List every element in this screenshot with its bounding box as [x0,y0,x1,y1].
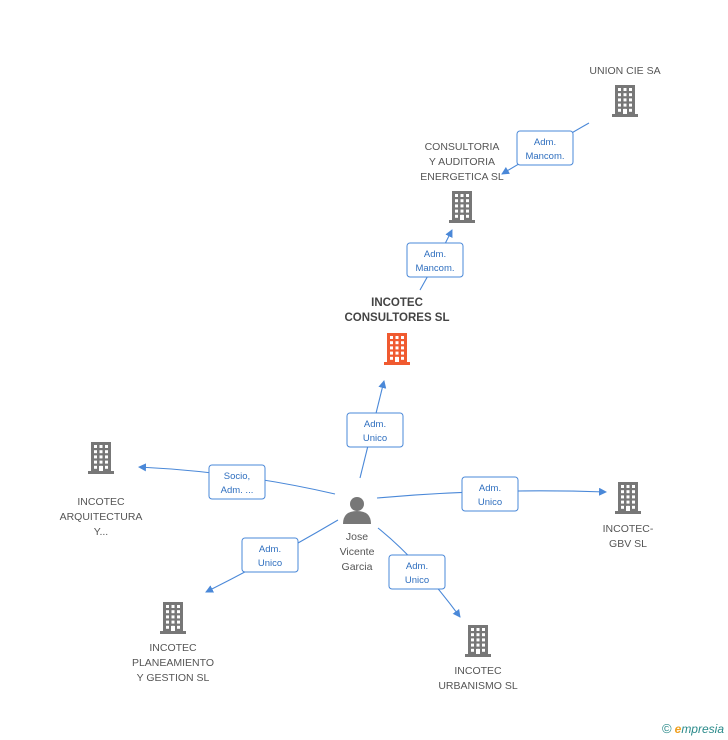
building-icon [612,85,638,117]
node-label-line: INCOTEC [77,496,125,508]
node-consultoria[interactable]: CONSULTORIA Y AUDITORIA ENERGETICA SL [420,141,504,223]
edge-label-box[interactable] [406,242,464,278]
edge-label-line: Unico [405,575,429,586]
node-label-line: Vicente [340,546,375,558]
edge-label-box[interactable] [241,537,299,573]
node-union[interactable]: UNION CIE SA [589,65,661,117]
edge-jose-urbanismo: Adm. Unico [377,527,461,618]
copyright-symbol: © [662,721,672,736]
brand-logo-text: mpresia [681,722,724,736]
edge-incotec_cons-consultoria: Adm. Mancom. [406,229,464,291]
node-label-line: GBV SL [609,538,647,550]
building-icon [615,482,641,514]
edge-jose-planeamiento: Adm. Unico [205,519,339,593]
edge-union-consultoria: Adm. Mancom. [501,122,590,175]
node-label-line: ARQUITECTURA [60,511,143,523]
edge-jose-incotec_cons: Adm. Unico [346,380,404,479]
building-icon [465,625,491,657]
building-icon [384,333,410,365]
node-label-line: INCOTEC- [603,523,654,535]
edge-jose-arquitectura: Socio, Adm. ... [138,463,336,500]
edge-label-line: Adm. [406,561,428,572]
edge-label-line: Adm. [259,544,281,555]
edge-label-line: Adm. ... [221,485,254,496]
node-arquitectura[interactable]: INCOTEC ARQUITECTURA Y... [60,442,143,538]
node-gbv[interactable]: INCOTEC- GBV SL [603,482,654,550]
edge-label-line: Mancom. [525,151,564,162]
node-label-line: ENERGETICA SL [420,171,504,183]
node-label-line: Jose [346,531,368,543]
node-urbanismo[interactable]: INCOTEC URBANISMO SL [438,625,518,692]
edge-label-box[interactable] [388,554,446,590]
node-label-line: URBANISMO SL [438,680,518,692]
node-label-line: CONSULTORIA [425,141,500,153]
node-label-line: INCOTEC [149,642,197,654]
edge-label-line: Unico [363,433,387,444]
edge-label-line: Adm. [364,419,386,430]
node-incotec_cons[interactable]: INCOTEC CONSULTORES SL [345,297,450,365]
edge-label-line: Unico [258,558,282,569]
building-icon [449,191,475,223]
node-label-line: Y... [94,526,108,538]
node-label-line: INCOTEC [454,665,502,677]
edge-label-line: Mancom. [415,263,454,274]
edge-label-line: Unico [478,497,502,508]
edge-label-box[interactable] [461,476,519,512]
edge-label-line: Adm. [534,137,556,148]
node-label-line: INCOTEC [371,297,423,309]
brand-logo-initial: e [674,722,682,736]
edge-label-line: Adm. [479,483,501,494]
edge-label-box[interactable] [346,412,404,448]
building-icon [160,602,186,634]
edge-label-box[interactable] [516,130,574,166]
edge-label-line: Adm. [424,249,446,260]
edges-layer: Adm.Mancom.Adm.Mancom.Adm.UnicoSocio,Adm… [138,122,607,618]
node-label-line: UNION CIE SA [589,65,660,77]
person-icon [343,497,371,524]
edge-label-box[interactable] [208,464,266,500]
node-label-line: Garcia [342,561,373,573]
node-label-line: CONSULTORES SL [345,312,450,324]
node-label-line: Y GESTION SL [137,672,210,684]
building-icon [88,442,114,474]
nodes-layer: UNION CIE SA CONSULTORIA Y AUDITORIA ENERGE… [60,65,661,692]
edge-jose-gbv: Adm. Unico [376,476,607,512]
edge-label-line: Socio, [224,471,250,482]
node-label-line: PLANEAMIENTO [132,657,214,669]
footer-credit: ©empresia [662,721,724,736]
node-planeamiento[interactable]: INCOTEC PLANEAMIENTO Y GESTION SL [132,602,214,684]
node-label-line: Y AUDITORIA [429,156,495,168]
